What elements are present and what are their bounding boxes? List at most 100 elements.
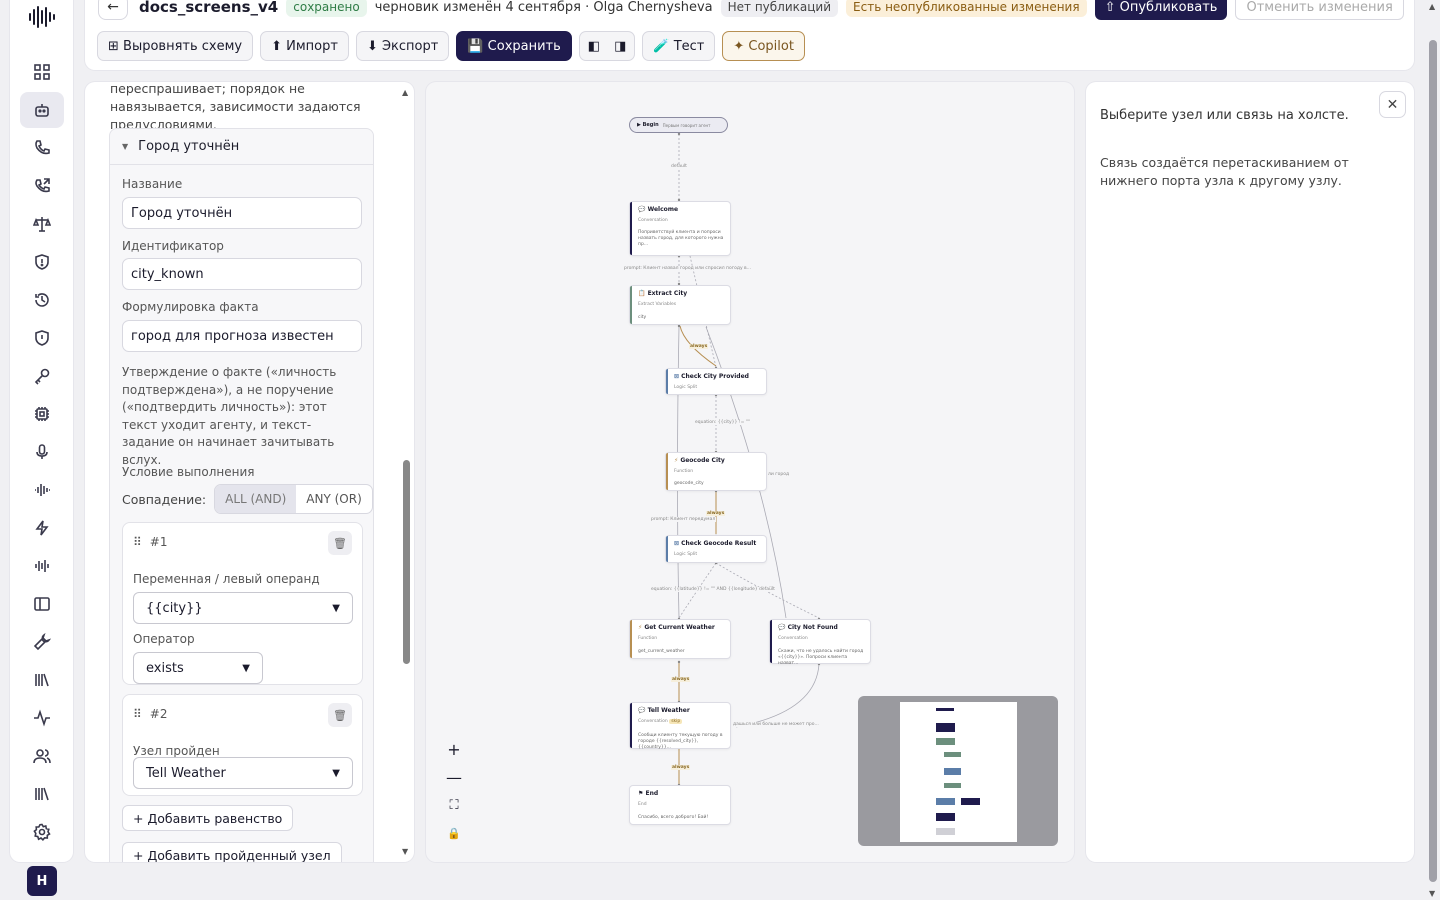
lock-icon[interactable]: 🔒 xyxy=(447,826,461,840)
scroll-down-arrow-icon[interactable]: ▼ xyxy=(1429,889,1436,898)
node-get-weather[interactable]: ⚡ Get Current Weather Function get_curre… xyxy=(629,619,731,659)
minimap[interactable] xyxy=(858,696,1058,846)
editor-header: ← docs_screens_v4 сохранено черновик изм… xyxy=(85,0,1414,70)
save-button[interactable]: 💾 Сохранить xyxy=(456,31,572,61)
user-avatar[interactable]: H xyxy=(27,866,57,896)
microphone-icon[interactable] xyxy=(20,434,64,470)
begin-node[interactable]: ▶ Begin Первым говорит агент xyxy=(629,117,728,133)
visited-node-select[interactable]: Tell Weather ▼ xyxy=(133,757,353,789)
condition-1: ⠿ #1 🗑 Переменная / левый операнд {{city… xyxy=(122,522,363,685)
edge-label[interactable]: equation: {{latitude}} != "" AND {{longi… xyxy=(650,587,775,592)
edge-label[interactable]: equation: {{city}} != "" xyxy=(694,420,751,425)
edge-label[interactable]: always xyxy=(706,511,726,516)
align-layout-button[interactable]: ⊞ Выровнять схему xyxy=(97,31,254,61)
import-button[interactable]: ⬆ Импорт xyxy=(260,31,349,61)
name-input[interactable]: Город уточнён xyxy=(122,197,362,229)
edge-label[interactable]: default xyxy=(670,164,688,169)
collapse-triangle-icon[interactable]: ▼ xyxy=(122,142,129,151)
node-title: ⊠ Check Geocode Result xyxy=(674,540,757,547)
flow-canvas[interactable]: ▶ Begin Первым говорит агент default pro… xyxy=(426,82,1074,862)
zoom-out-icon[interactable]: — xyxy=(446,767,462,787)
revert-button[interactable]: Отменить изменения xyxy=(1235,0,1404,20)
variable-select[interactable]: {{city}} ▼ xyxy=(133,592,353,624)
edge-label[interactable]: default xyxy=(758,587,776,592)
edge-label[interactable]: ли город xyxy=(767,472,791,477)
node-extract-city[interactable]: 📋 Extract City Extract Variables city xyxy=(629,285,731,325)
copilot-button[interactable]: ✦ Copilot xyxy=(722,31,805,61)
dashboard-icon[interactable] xyxy=(20,54,64,90)
back-arrow-icon[interactable]: ← xyxy=(98,0,128,20)
node-check-geocode[interactable]: ⊠ Check Geocode Result Logic Split xyxy=(665,535,767,563)
add-equality-button[interactable]: + Добавить равенство xyxy=(122,805,294,831)
settings-gear-icon[interactable] xyxy=(20,814,64,850)
node-check-city[interactable]: ⊠ Check City Provided Logic Split xyxy=(665,368,767,395)
node-geocode-city[interactable]: ⚡ Geocode City Function geocode_city xyxy=(665,452,767,491)
node-type: Logic Split xyxy=(674,385,698,390)
waveform-icon[interactable] xyxy=(20,472,64,508)
trash-icon[interactable]: 🗑 xyxy=(328,531,352,555)
left-panel-toggle-icon[interactable]: ◧ xyxy=(587,38,601,54)
node-welcome[interactable]: 💬 Welcome Conversation Поприветствуй кли… xyxy=(629,201,731,256)
operator-select[interactable]: exists ▼ xyxy=(133,652,263,684)
minimap-node xyxy=(944,768,961,775)
operator-label: Оператор xyxy=(133,632,195,646)
test-button[interactable]: 🧪 Тест xyxy=(642,31,716,61)
fact-input[interactable]: город для прогноза известен xyxy=(122,320,362,352)
security-shield-icon[interactable] xyxy=(20,320,64,356)
library-icon[interactable] xyxy=(20,662,64,698)
drag-handle-icon[interactable]: ⠿ xyxy=(133,535,142,549)
phone-icon[interactable] xyxy=(20,130,64,166)
scroll-up-arrow-icon[interactable]: ▲ xyxy=(402,88,409,97)
match-any-option[interactable]: ANY (OR) xyxy=(306,492,362,506)
edge-label[interactable]: always xyxy=(671,765,691,770)
tool-icon[interactable] xyxy=(20,624,64,660)
library-books-icon[interactable] xyxy=(20,776,64,812)
scales-icon[interactable] xyxy=(20,206,64,242)
activity-icon[interactable] xyxy=(20,700,64,736)
page-scrollbar-thumb[interactable] xyxy=(1429,40,1437,882)
shield-icon[interactable] xyxy=(20,244,64,280)
lightning-icon[interactable] xyxy=(20,510,64,546)
edge-label[interactable]: prompt: Клиент передумал xyxy=(650,517,717,522)
zoom-in-icon[interactable]: + xyxy=(447,739,461,759)
match-all-option[interactable]: ALL (AND) xyxy=(215,485,297,513)
condition-number: #1 xyxy=(149,535,168,549)
users-icon[interactable] xyxy=(20,738,64,774)
id-input[interactable]: city_known xyxy=(122,258,362,290)
card-header[interactable]: ▼ Город уточнён xyxy=(110,129,373,165)
close-icon[interactable]: ✕ xyxy=(1379,91,1406,118)
chip-icon[interactable] xyxy=(20,396,64,432)
toolbar: ⊞ Выровнять схему ⬆ Импорт ⬇ Экспорт 💾 С… xyxy=(97,31,805,61)
export-button[interactable]: ⬇ Экспорт xyxy=(355,31,450,61)
node-tell-weather[interactable]: 💬 Tell Weather Conversation skip Сообщи … xyxy=(629,702,731,750)
minimap-viewport[interactable] xyxy=(900,702,1017,842)
publish-button[interactable]: ⇧ Опубликовать xyxy=(1094,0,1228,20)
edge-label[interactable]: дашься или больше не может про... xyxy=(732,722,820,727)
node-type-bar xyxy=(630,703,632,748)
edge-label[interactable]: prompt: Клиент назвал город или спросил … xyxy=(623,266,752,271)
add-visited-node-button[interactable]: + Добавить пройденный узел xyxy=(122,842,342,862)
node-title: 💬 City Not Found xyxy=(778,624,838,631)
scroll-down-arrow-icon[interactable]: ▼ xyxy=(402,847,409,856)
outgoing-call-icon[interactable] xyxy=(20,168,64,204)
trash-icon[interactable]: 🗑 xyxy=(328,703,352,727)
page-scrollbar[interactable]: ▲ ▼ xyxy=(1426,0,1440,900)
panel-scrollbar[interactable]: ▲ ▼ xyxy=(400,84,412,860)
fit-view-icon[interactable]: ⛶ xyxy=(449,797,459,813)
node-end[interactable]: ⚑ End End Спасибо, всего доброго! Бай! xyxy=(629,785,731,825)
agent-bot-icon[interactable] xyxy=(20,92,64,128)
key-icon[interactable] xyxy=(20,358,64,394)
right-panel-toggle-icon[interactable]: ◨ xyxy=(614,38,627,54)
panel-scrollbar-thumb[interactable] xyxy=(403,460,410,664)
scroll-up-arrow-icon[interactable]: ▲ xyxy=(1429,2,1436,11)
panel-scroll-area[interactable]: переспрашивает; порядок не навязывается,… xyxy=(85,82,398,862)
inspector-empty-title: Выберите узел или связь на холсте. xyxy=(1100,108,1349,123)
chevron-down-icon: ▼ xyxy=(242,662,250,674)
node-city-not-found[interactable]: 💬 City Not Found Conversation Скажи, что… xyxy=(769,619,871,666)
drag-handle-icon[interactable]: ⠿ xyxy=(133,707,142,721)
history-icon[interactable] xyxy=(20,282,64,318)
sidebar-layout-icon[interactable] xyxy=(20,586,64,622)
audio-bars-icon[interactable] xyxy=(20,548,64,584)
edge-label[interactable]: always xyxy=(671,677,691,682)
edge-label[interactable]: always xyxy=(689,344,709,349)
